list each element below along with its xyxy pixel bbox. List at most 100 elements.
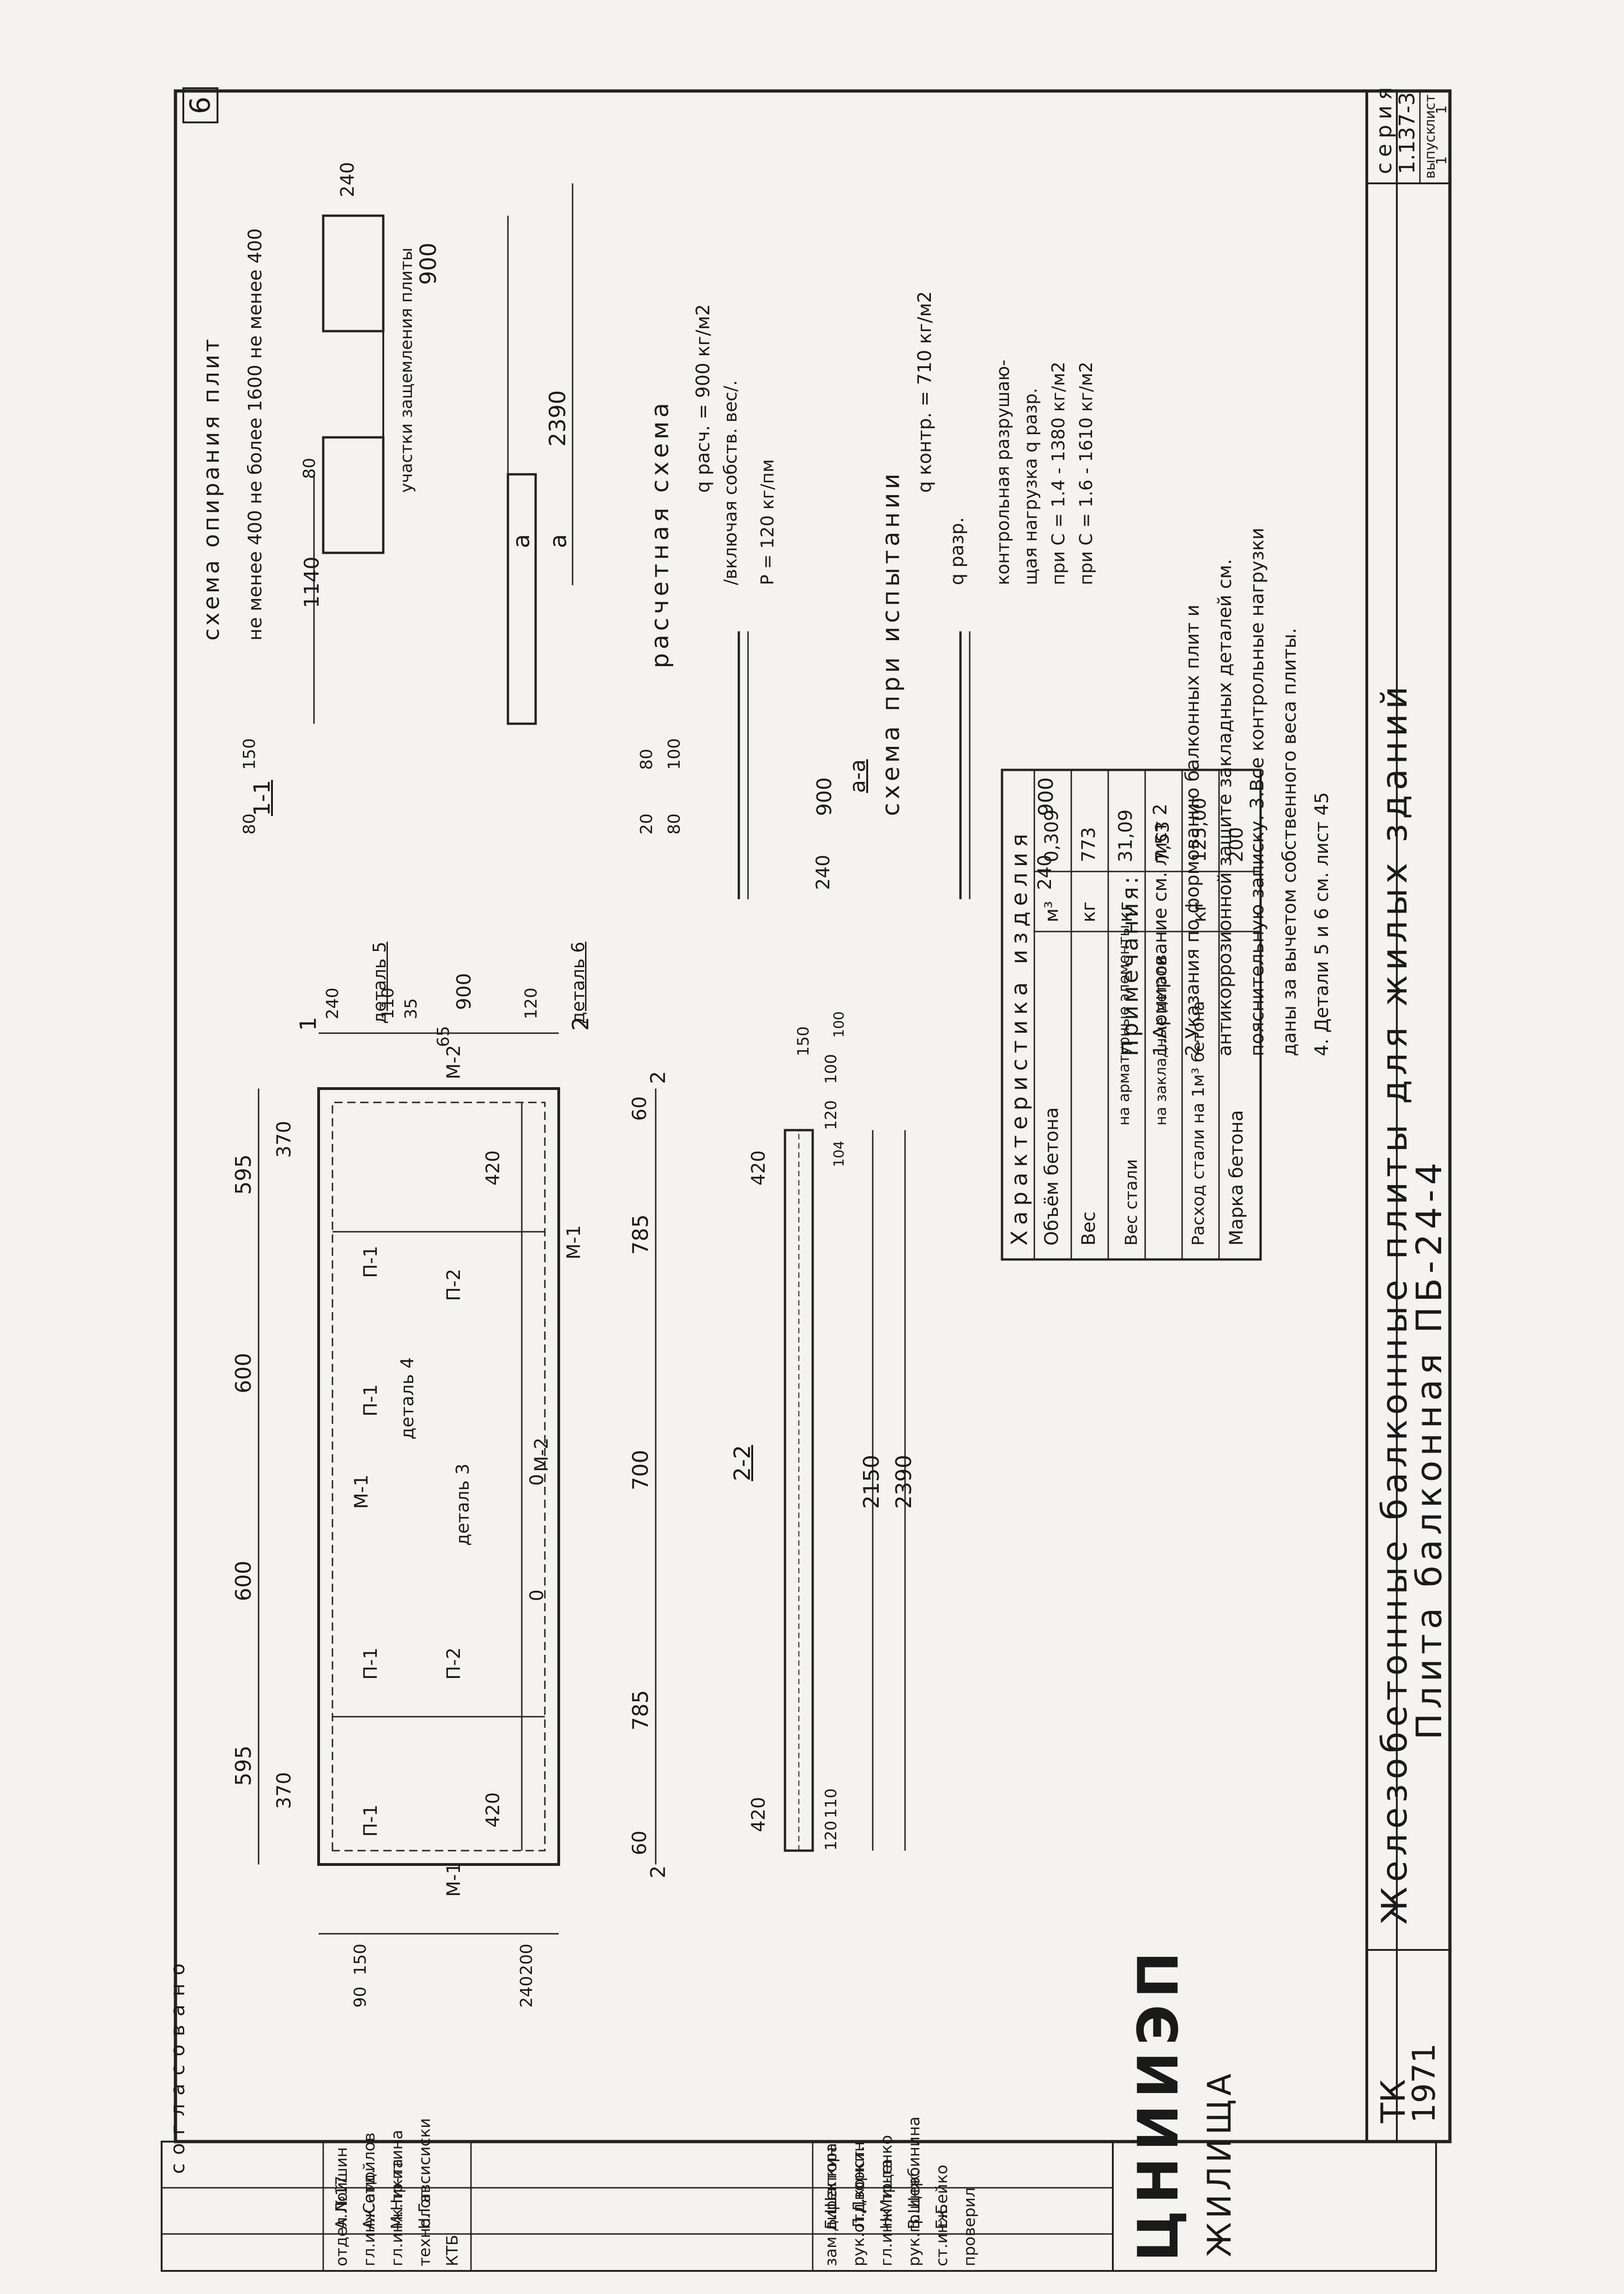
- table-unit-1: м³: [1041, 901, 1063, 922]
- bottom-dim-3: 700: [628, 1450, 653, 1490]
- left-dim-1: 150: [351, 1943, 370, 1975]
- test-note-2: щая нагрузка q разр.: [1020, 387, 1041, 585]
- section-2-2: [784, 1129, 906, 1852]
- label-detail-3: деталь 3: [453, 1463, 473, 1546]
- stamp-name-4: В.Щербинина: [905, 2116, 924, 2229]
- test-q-contr: q контр. = 710 кг/м2: [914, 291, 936, 493]
- sec22-dim-2150: 2150: [859, 1454, 884, 1509]
- calc-dim-240: 240: [813, 854, 834, 890]
- test-note-1: контрольная разрушаю-: [993, 359, 1013, 585]
- stamp-name-1: Б.Шапкин: [822, 2147, 840, 2229]
- label-m1-c: М-1: [563, 1225, 585, 1259]
- label-p1-d: П-1: [360, 1246, 381, 1278]
- table-value-4: 7,53: [1152, 821, 1173, 862]
- approval-title: согласовано: [166, 1955, 189, 2174]
- plan-outline: [317, 1087, 560, 1866]
- sec11-dim-1140: 1140: [300, 557, 324, 608]
- section-2-2-title: 2-2: [730, 1445, 755, 1481]
- bottom-dim-4: 785: [628, 1214, 653, 1255]
- support-scheme-drawing: [322, 183, 574, 585]
- inner-dim-2: 420: [483, 1150, 504, 1186]
- stamp-name-2: Л.Дворкин: [850, 2141, 868, 2229]
- stamp-name-5: Е.Бейко: [933, 2165, 951, 2229]
- table-label-6: Марка бетона: [1226, 1110, 1247, 1246]
- inner-dim-1: 420: [483, 1792, 504, 1828]
- stamp-name-9: М.Никитина: [388, 2130, 406, 2229]
- series-value: 1.137-3: [1395, 92, 1419, 174]
- test-note-3: при С = 1.4 - 1380 кг/м2: [1048, 362, 1069, 585]
- label-m1-a: М-1: [443, 1862, 465, 1897]
- label-m1-b: М-1: [351, 1474, 372, 1509]
- calc-load-q: q расч. = 900 кг/м2: [693, 304, 714, 493]
- section-1-1-outline: [507, 473, 537, 725]
- sub-title: Плита балконная ПБ-24-4: [1408, 1158, 1449, 1740]
- right-dim-6: 120: [522, 987, 541, 1019]
- org-logo-2: ЖИЛИЩА: [1201, 2070, 1238, 2257]
- bottom-dim-1: 60: [628, 1830, 651, 1855]
- table-header: Характеристика изделия: [1007, 828, 1032, 1246]
- stamp-name-3: Н.Мищенко: [877, 2135, 896, 2229]
- org-logo-box: [1112, 2141, 1437, 2272]
- sec22-dim-g: 150: [794, 1026, 813, 1056]
- table-unit-3: кг: [1115, 901, 1136, 922]
- test-note-4: при С = 1.6 - 1610 кг/м2: [1076, 362, 1096, 585]
- label-m2-a: М-2: [443, 1045, 465, 1079]
- sec11-dim-20: 20: [637, 813, 656, 835]
- table-label-3: на арматурные элементы: [1115, 925, 1133, 1126]
- stamp-role-11: КТБ: [443, 2234, 462, 2266]
- clamp-zone-label: участки защемления плиты: [397, 248, 416, 493]
- sec22-dim-f: 100: [822, 1054, 840, 1084]
- sec11-dim-80b: 80: [240, 813, 259, 835]
- cut-a-1: a: [508, 534, 535, 548]
- year: 1971: [1406, 2043, 1443, 2123]
- characteristics-table-grid: [1001, 769, 1262, 1261]
- table-label-2: Вес: [1078, 1211, 1099, 1246]
- calc-load-p: P = 120 кг/пм: [757, 459, 778, 585]
- note-3: антикоррозионной защите закладных детале…: [1214, 559, 1236, 1056]
- note-5: даны за вычетом собственного веса плиты.: [1279, 628, 1300, 1056]
- table-value-3: 31,09: [1115, 809, 1136, 862]
- load-schemes-drawing: [737, 631, 971, 899]
- support-dim-900: 900: [416, 242, 441, 285]
- series-label: серия: [1371, 81, 1396, 174]
- table-value-5: 125,00: [1189, 798, 1210, 862]
- support-scheme-subtitle: не менее 400 не более 1600 не менее 400: [245, 228, 266, 641]
- section-ref-1: 1: [296, 1017, 321, 1031]
- stamp-role-6: проверил: [960, 2187, 979, 2266]
- section-1-1: [313, 473, 537, 725]
- sec11-dim-80d: 80: [665, 813, 684, 835]
- label-p2-a: П-2: [443, 1647, 465, 1680]
- section-1-1-title: 1-1: [249, 780, 275, 816]
- test-q-razr: q разр.: [947, 517, 968, 585]
- table-value-1: 0,309: [1041, 809, 1063, 862]
- top-dim-3: 600: [231, 1353, 256, 1393]
- sec11-dim-100: 100: [665, 738, 684, 770]
- sec11-dim-80c: 80: [637, 749, 656, 770]
- sec22-dim-i: 100: [831, 1011, 847, 1038]
- right-dim-1: 240: [323, 987, 342, 1019]
- support-dim-2390: 2390: [545, 390, 571, 447]
- left-dim-4: 90: [351, 1986, 370, 2008]
- sec22-dim-b: 420: [748, 1150, 769, 1186]
- test-cut-label: а-а: [845, 759, 870, 793]
- support-dim-240: 240: [337, 162, 358, 197]
- top-dim-4: 595: [231, 1154, 256, 1195]
- sheet-number: 6: [182, 87, 218, 123]
- cut-a-2: a: [545, 534, 572, 548]
- table-value-6: 200: [1226, 827, 1247, 862]
- table-label-4: на закладные детали: [1152, 956, 1170, 1126]
- calc-dim-900: 900: [813, 777, 836, 816]
- stamp-name-7: А.Лойшин: [332, 2147, 351, 2229]
- label-p2-b: П-2: [443, 1269, 465, 1301]
- right-dim-4: 65: [434, 1026, 453, 1047]
- top-dim-1: 595: [231, 1745, 256, 1786]
- stamp-name-8: А.Самойлов: [360, 2132, 379, 2229]
- o-mark-2: 0: [526, 1474, 548, 1486]
- plan-view: [258, 1032, 657, 1935]
- cut-mark-2: 2: [646, 1071, 670, 1084]
- test-scheme-title: схема при испытании: [877, 470, 905, 817]
- issue-label: выпуск: [1422, 126, 1438, 179]
